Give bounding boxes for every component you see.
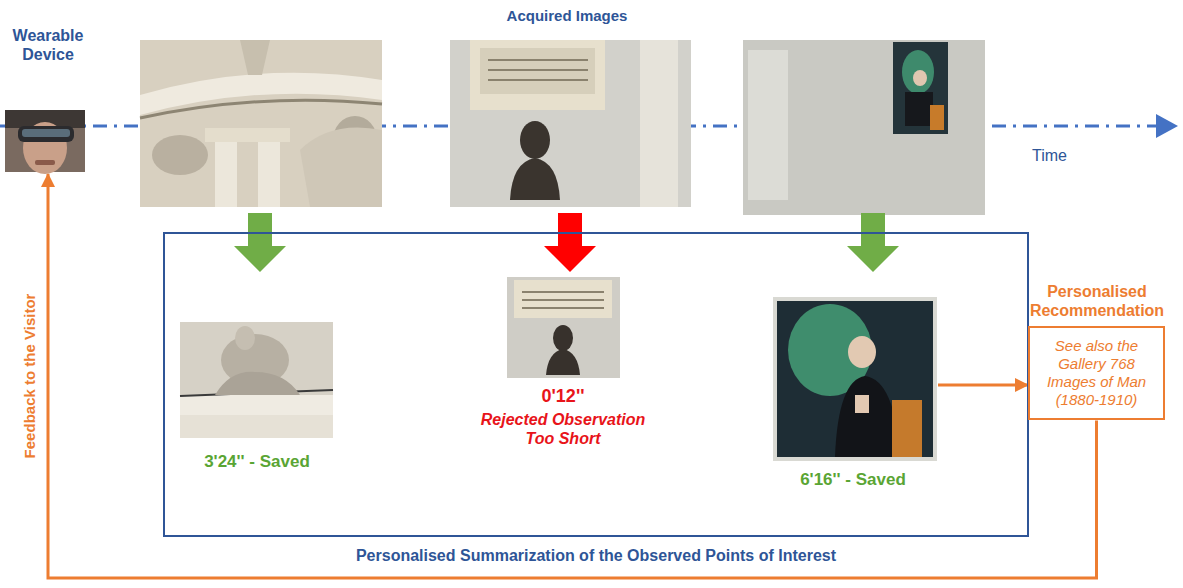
thumbnail-bust-part: [546, 349, 580, 375]
selection-arrow-rejected: [544, 213, 596, 272]
thumbnail-statue-part: [180, 395, 333, 415]
acquired-photo-architecture-part: [152, 135, 208, 175]
acquired-photo-architecture-part: [240, 40, 270, 75]
thumbnail-painting-part: [777, 301, 933, 457]
flow-arrow: [938, 384, 1028, 387]
thumbnail-statue-part: [215, 372, 300, 395]
device-node: Wearable Device: [4, 26, 92, 174]
edge-label: Feedback to the Visitor: [21, 294, 39, 459]
saved-caption: 3'24'' - Saved: [176, 452, 338, 472]
wearable-device-photo: [5, 110, 85, 174]
section-heading: Acquired Images: [507, 7, 628, 25]
acquired-photo-architecture-part: [300, 128, 382, 208]
thumbnail-bust-part: [514, 280, 612, 318]
rejected-poi-node: 0'12''Rejected Observation Too Short: [463, 272, 663, 462]
rejection-reason: Rejected Observation Too Short: [465, 410, 661, 448]
acquired-photo-painting: [743, 40, 985, 215]
acquired-photo-bust: [450, 40, 691, 207]
acquired-photo-painting-part: [748, 50, 788, 200]
acquired-photo-architecture-part: [140, 40, 382, 207]
thumbnail-statue-part: [180, 322, 333, 438]
thumbnail-painting-part: [835, 376, 900, 457]
wearable-device-photo-part: [5, 110, 85, 172]
recommendation-heading: Personalised Recommendation: [1020, 282, 1174, 320]
acquired-photo-bust-part: [510, 158, 560, 200]
saved-poi-node: 3'24'' - Saved: [176, 318, 338, 480]
device-heading: Wearable Device: [4, 26, 92, 64]
summary-box: [163, 232, 1029, 537]
thumbnail-bust-part: [522, 299, 604, 301]
acquired-photo-architecture-part: [140, 73, 382, 115]
recommendation-node: Personalised RecommendationSee also the …: [1020, 282, 1174, 422]
acquired-photo-bust-part: [640, 40, 678, 207]
thumbnail-painting-part: [855, 395, 869, 413]
acquired-photo-bust-part: [488, 69, 588, 71]
wearable-device-photo-part: [18, 126, 74, 142]
selection-arrow-saved: [234, 213, 286, 272]
acquired-photo-painting-part: [902, 50, 934, 94]
acquired-photo-bust-part: [520, 121, 550, 159]
acquired-photo-architecture-part: [140, 100, 382, 118]
summary-heading: Personalised Summarization of the Observ…: [163, 546, 1029, 565]
selection-arrow-saved: [847, 213, 899, 272]
acquired-photo-architecture-part: [215, 140, 237, 207]
thumbnail-statue: [180, 322, 333, 438]
acquired-photo-bust-part: [450, 40, 691, 207]
thumbnail-painting-part: [773, 297, 937, 461]
flow-arrow: [48, 174, 1097, 578]
summary-node: Personalised Summarization of the Observ…: [163, 232, 1029, 574]
thumbnail-painting: [773, 297, 937, 461]
acquired-photo-architecture: [140, 40, 382, 207]
acquired-photo-bust-part: [470, 40, 605, 110]
thumbnail-painting-part: [892, 400, 922, 457]
thumbnail-bust-part: [507, 277, 620, 378]
thumbnail-statue-part: [235, 326, 255, 350]
acquired-photo-architecture-part: [258, 140, 280, 207]
recommendation-text: See also the Gallery 768 Images of Man (…: [1036, 337, 1157, 409]
acquired-photo-bust-part: [480, 48, 595, 94]
thumbnail-bust: [507, 277, 620, 378]
wearable-device-photo-part: [35, 160, 55, 165]
thumbnail-statue-part: [180, 415, 333, 438]
wearable-device-photo-part: [22, 129, 70, 137]
acquired-photo-painting-part: [905, 92, 933, 126]
acquired-photo-bust-part: [488, 79, 588, 81]
saved-caption: 6'16'' - Saved: [768, 470, 938, 490]
acquired-photo-painting-part: [893, 42, 948, 134]
acquired-photo-painting-part: [743, 40, 985, 215]
selection-arrow-rejected-part: [544, 213, 596, 272]
acquired-photo-painting-part: [930, 105, 944, 130]
thumbnail-bust-part: [522, 307, 604, 309]
timeline-arrow-part: [1156, 114, 1178, 138]
selection-arrow-saved-part: [847, 213, 899, 272]
acquired-photo-bust-part: [488, 59, 588, 61]
duration-text: 0'12'': [463, 386, 663, 408]
thumbnail-bust-part: [553, 325, 573, 351]
selection-arrow-saved-part: [234, 213, 286, 272]
thumbnail-bust-part: [522, 291, 604, 293]
acquired-photo-architecture-part: [205, 128, 290, 142]
acquired-photo-painting-part: [913, 70, 927, 86]
axis-label: Time: [1032, 146, 1067, 165]
thumbnail-painting-part: [848, 336, 876, 368]
saved-poi-node: 6'16'' - Saved: [768, 292, 938, 497]
